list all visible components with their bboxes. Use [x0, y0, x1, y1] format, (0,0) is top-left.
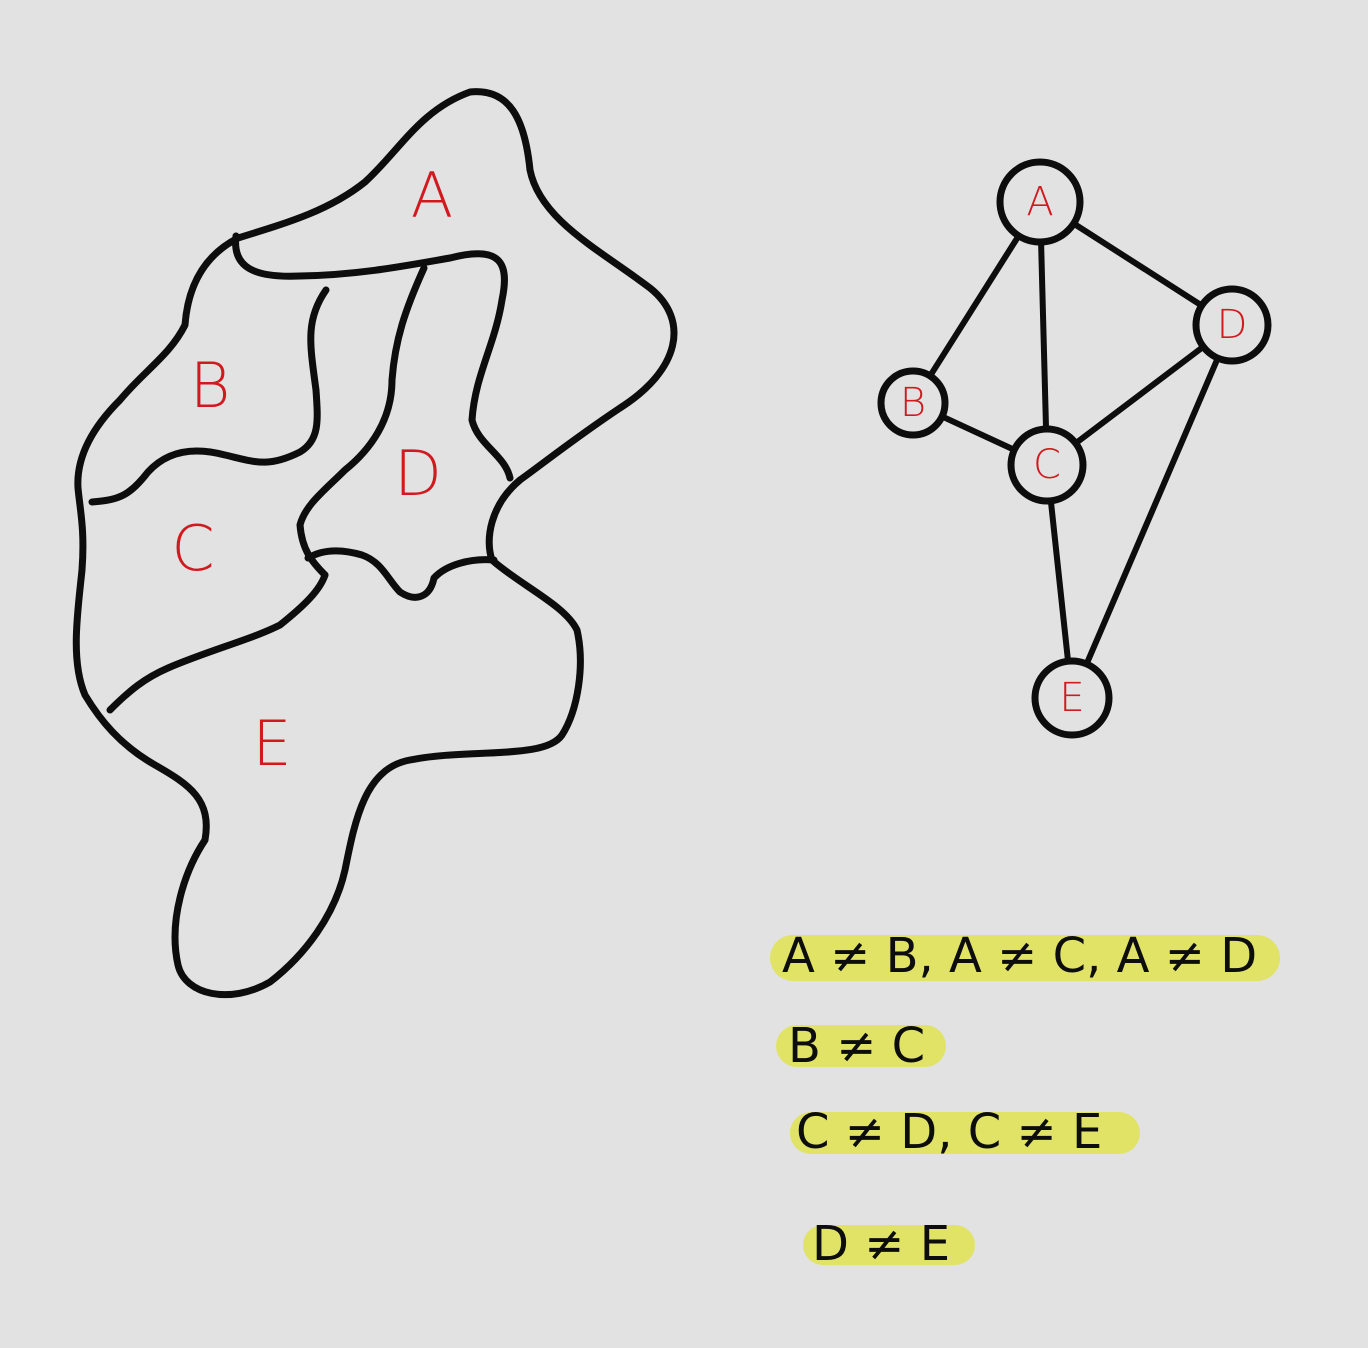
graph-node-b: B — [877, 367, 949, 439]
graph-nodes: A B C D E — [877, 158, 1272, 739]
constraint-line-1: A ≠ B, A ≠ C, A ≠ D — [782, 928, 1257, 984]
graph-node-e: E — [1031, 657, 1113, 739]
region-label-a: A — [411, 159, 453, 232]
graph-node-circle — [1192, 285, 1272, 365]
border-a-bd — [232, 232, 514, 482]
graph-node-d: D — [1192, 285, 1272, 365]
graph-node-a: A — [996, 158, 1084, 246]
graph-node-circle — [1007, 425, 1087, 505]
constraint-list: A ≠ B, A ≠ C, A ≠ D B ≠ C C ≠ D, C ≠ E D… — [770, 928, 1280, 1272]
border-d-e — [304, 547, 498, 601]
graph-edge-c-e — [1047, 497, 1072, 665]
graph-edge-a-d — [1070, 220, 1205, 309]
graph-node-circle — [996, 158, 1084, 246]
graph-node-label: E — [1059, 675, 1084, 721]
graph-node-circle — [1031, 657, 1113, 739]
border-b-d — [296, 264, 428, 579]
region-label-e: E — [252, 707, 291, 780]
graph-edge-b-c — [939, 413, 1018, 453]
graph-edges — [927, 220, 1221, 667]
graph-node-c: C — [1007, 425, 1087, 505]
region-label-b: B — [190, 349, 231, 422]
adjacency-graph: A B C D E — [877, 158, 1272, 739]
graph-edge-c-d — [1072, 343, 1207, 447]
constraint-line-4: D ≠ E — [812, 1216, 950, 1272]
graph-node-label: B — [900, 380, 926, 426]
constraint-line-3: C ≠ D, C ≠ E — [796, 1104, 1102, 1160]
highlight-line-1 — [770, 935, 1280, 981]
region-label-d: D — [394, 437, 442, 510]
region-map: A B C D E — [72, 88, 678, 999]
graph-node-circle — [877, 367, 949, 439]
graph-node-label: C — [1033, 442, 1061, 488]
highlight-line-2 — [776, 1025, 946, 1067]
graph-node-label: D — [1217, 302, 1248, 348]
graph-edge-a-c — [1038, 238, 1050, 433]
region-label-c: C — [171, 512, 214, 585]
map-outline — [72, 88, 678, 999]
graph-edge-a-b — [927, 232, 1022, 379]
graph-node-label: A — [1026, 179, 1053, 225]
border-c-e — [106, 571, 329, 714]
highlight-line-4 — [803, 1225, 975, 1265]
border-b-c — [88, 286, 330, 506]
highlight-line-3 — [790, 1112, 1140, 1154]
graph-edge-d-e — [1083, 355, 1221, 667]
constraint-line-2: B ≠ C — [788, 1018, 925, 1074]
